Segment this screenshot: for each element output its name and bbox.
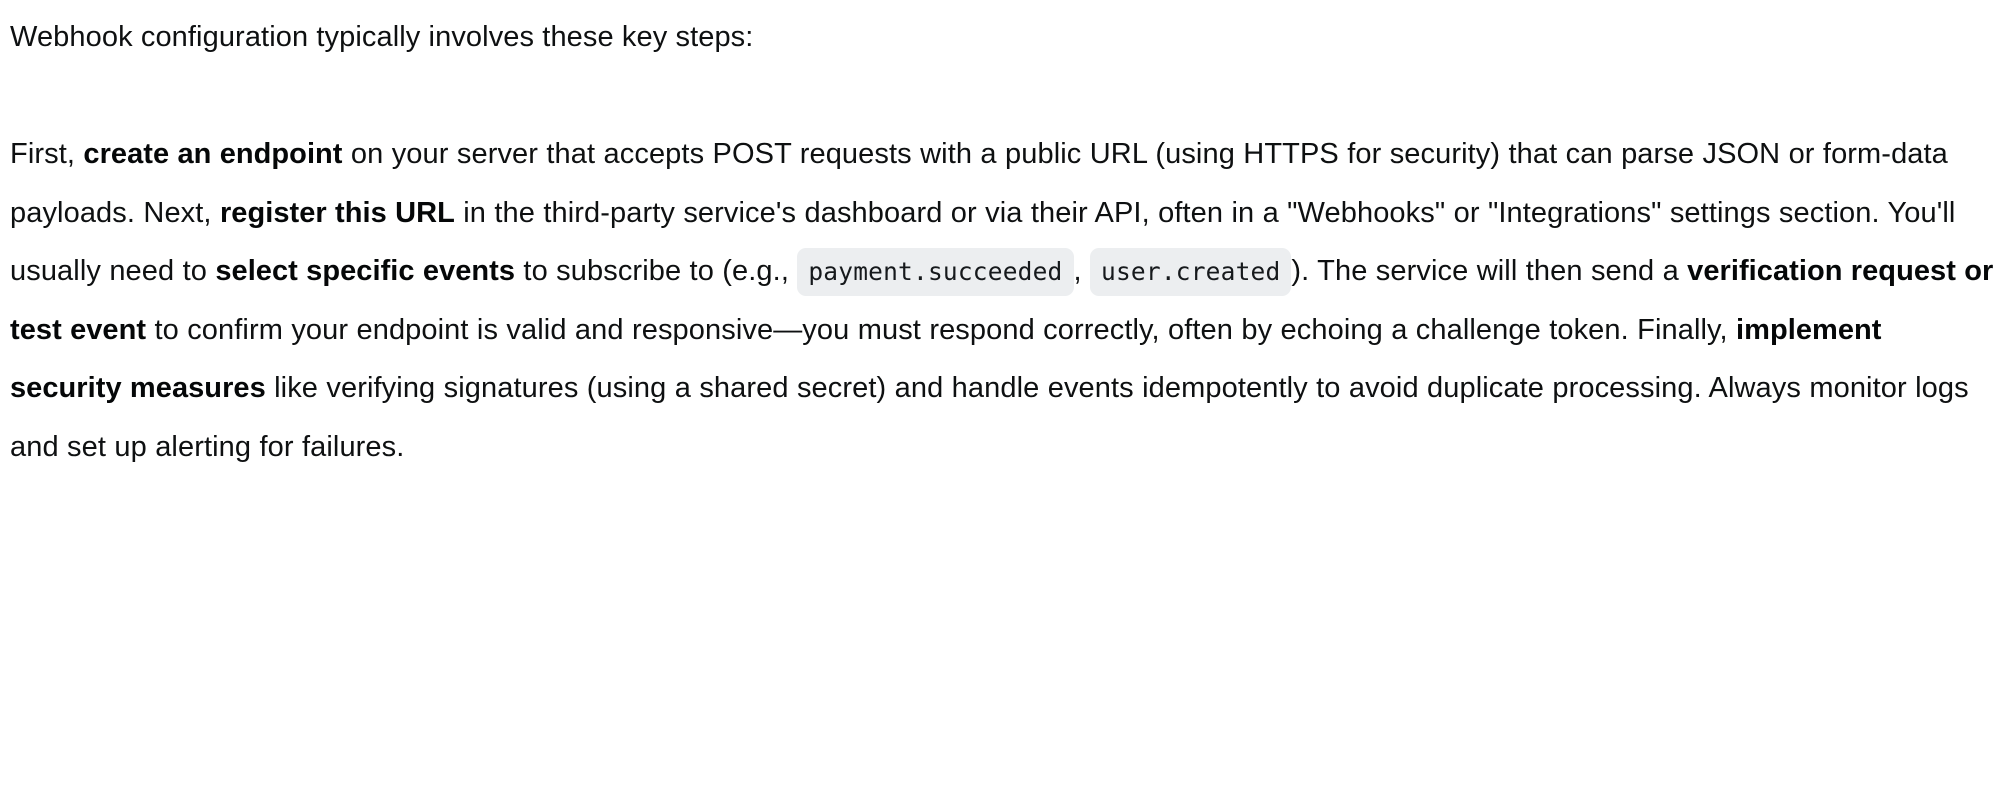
text-segment: , [1073, 255, 1091, 287]
emphasis-register-this-url: register this URL [219, 196, 455, 229]
text-segment: like verifying signatures (using a share… [10, 372, 1969, 463]
emphasis-verification-request: verification request or test event [10, 255, 1994, 346]
emphasis-create-an-endpoint: create an endpoint [83, 138, 343, 170]
code-chip-payment-succeeded: payment.succeeded [797, 248, 1074, 296]
answer-document: Webhook configuration typically involves… [10, 21, 1996, 476]
code-chip-user-created: user.created [1090, 248, 1292, 296]
body-paragraph: First, create an endpoint on your server… [10, 66, 1996, 476]
text-segment: ). The service will then send a [1291, 255, 1688, 287]
emphasis-select-specific-events: select specific events [215, 255, 516, 287]
text-segment: to subscribe to (e.g., [515, 255, 798, 287]
emphasis-implement-security-measures: implement security measures [10, 313, 1882, 405]
text-segment: First, [10, 138, 84, 170]
text-segment: in the third-party service's dashboard o… [10, 196, 1956, 288]
text-segment: to confirm your endpoint is valid and re… [146, 313, 1737, 346]
intro-line: Webhook configuration typically involves… [10, 21, 754, 53]
text-segment: on your server that accepts POST request… [10, 138, 1948, 229]
